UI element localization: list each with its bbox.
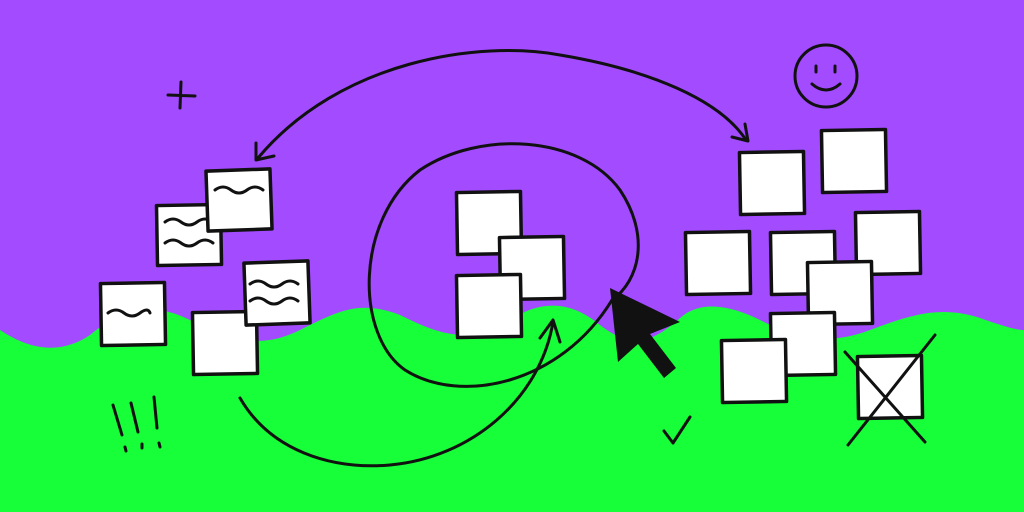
smiley-icon xyxy=(793,43,859,109)
cursor-arrow-icon xyxy=(610,288,680,378)
middle-note-group xyxy=(454,189,567,340)
plus-icon xyxy=(166,80,197,110)
swap-arrow xyxy=(254,49,750,162)
left-note-group xyxy=(98,167,312,377)
cross-icon xyxy=(843,333,937,447)
right-note-group xyxy=(683,127,937,447)
exclamation-marks-icon xyxy=(111,395,162,453)
checkmark-icon xyxy=(662,415,692,445)
loop-arrow xyxy=(238,142,640,468)
